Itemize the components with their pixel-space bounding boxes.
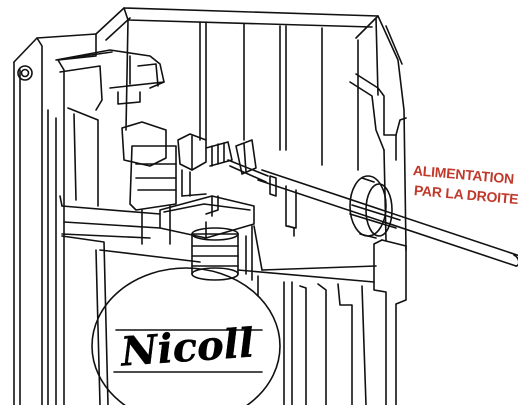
flush-valve bbox=[159, 195, 263, 281]
logo-text: Nicoll bbox=[117, 319, 255, 375]
right-side-wall bbox=[349, 15, 407, 406]
left-side-wall bbox=[13, 33, 97, 406]
supply-pipe bbox=[257, 169, 518, 267]
pipe-clip bbox=[285, 185, 297, 237]
pipe-grommet bbox=[349, 175, 393, 239]
inner-channels bbox=[59, 107, 161, 215]
back-wall bbox=[95, 7, 379, 171]
mounting-hole bbox=[17, 65, 33, 81]
lever bbox=[227, 139, 277, 197]
fill-valve bbox=[121, 121, 233, 245]
nicoll-logo: Nicoll bbox=[117, 319, 256, 376]
base-ledge bbox=[61, 221, 377, 406]
top-bracket bbox=[55, 49, 165, 111]
front-badge bbox=[91, 267, 281, 410]
